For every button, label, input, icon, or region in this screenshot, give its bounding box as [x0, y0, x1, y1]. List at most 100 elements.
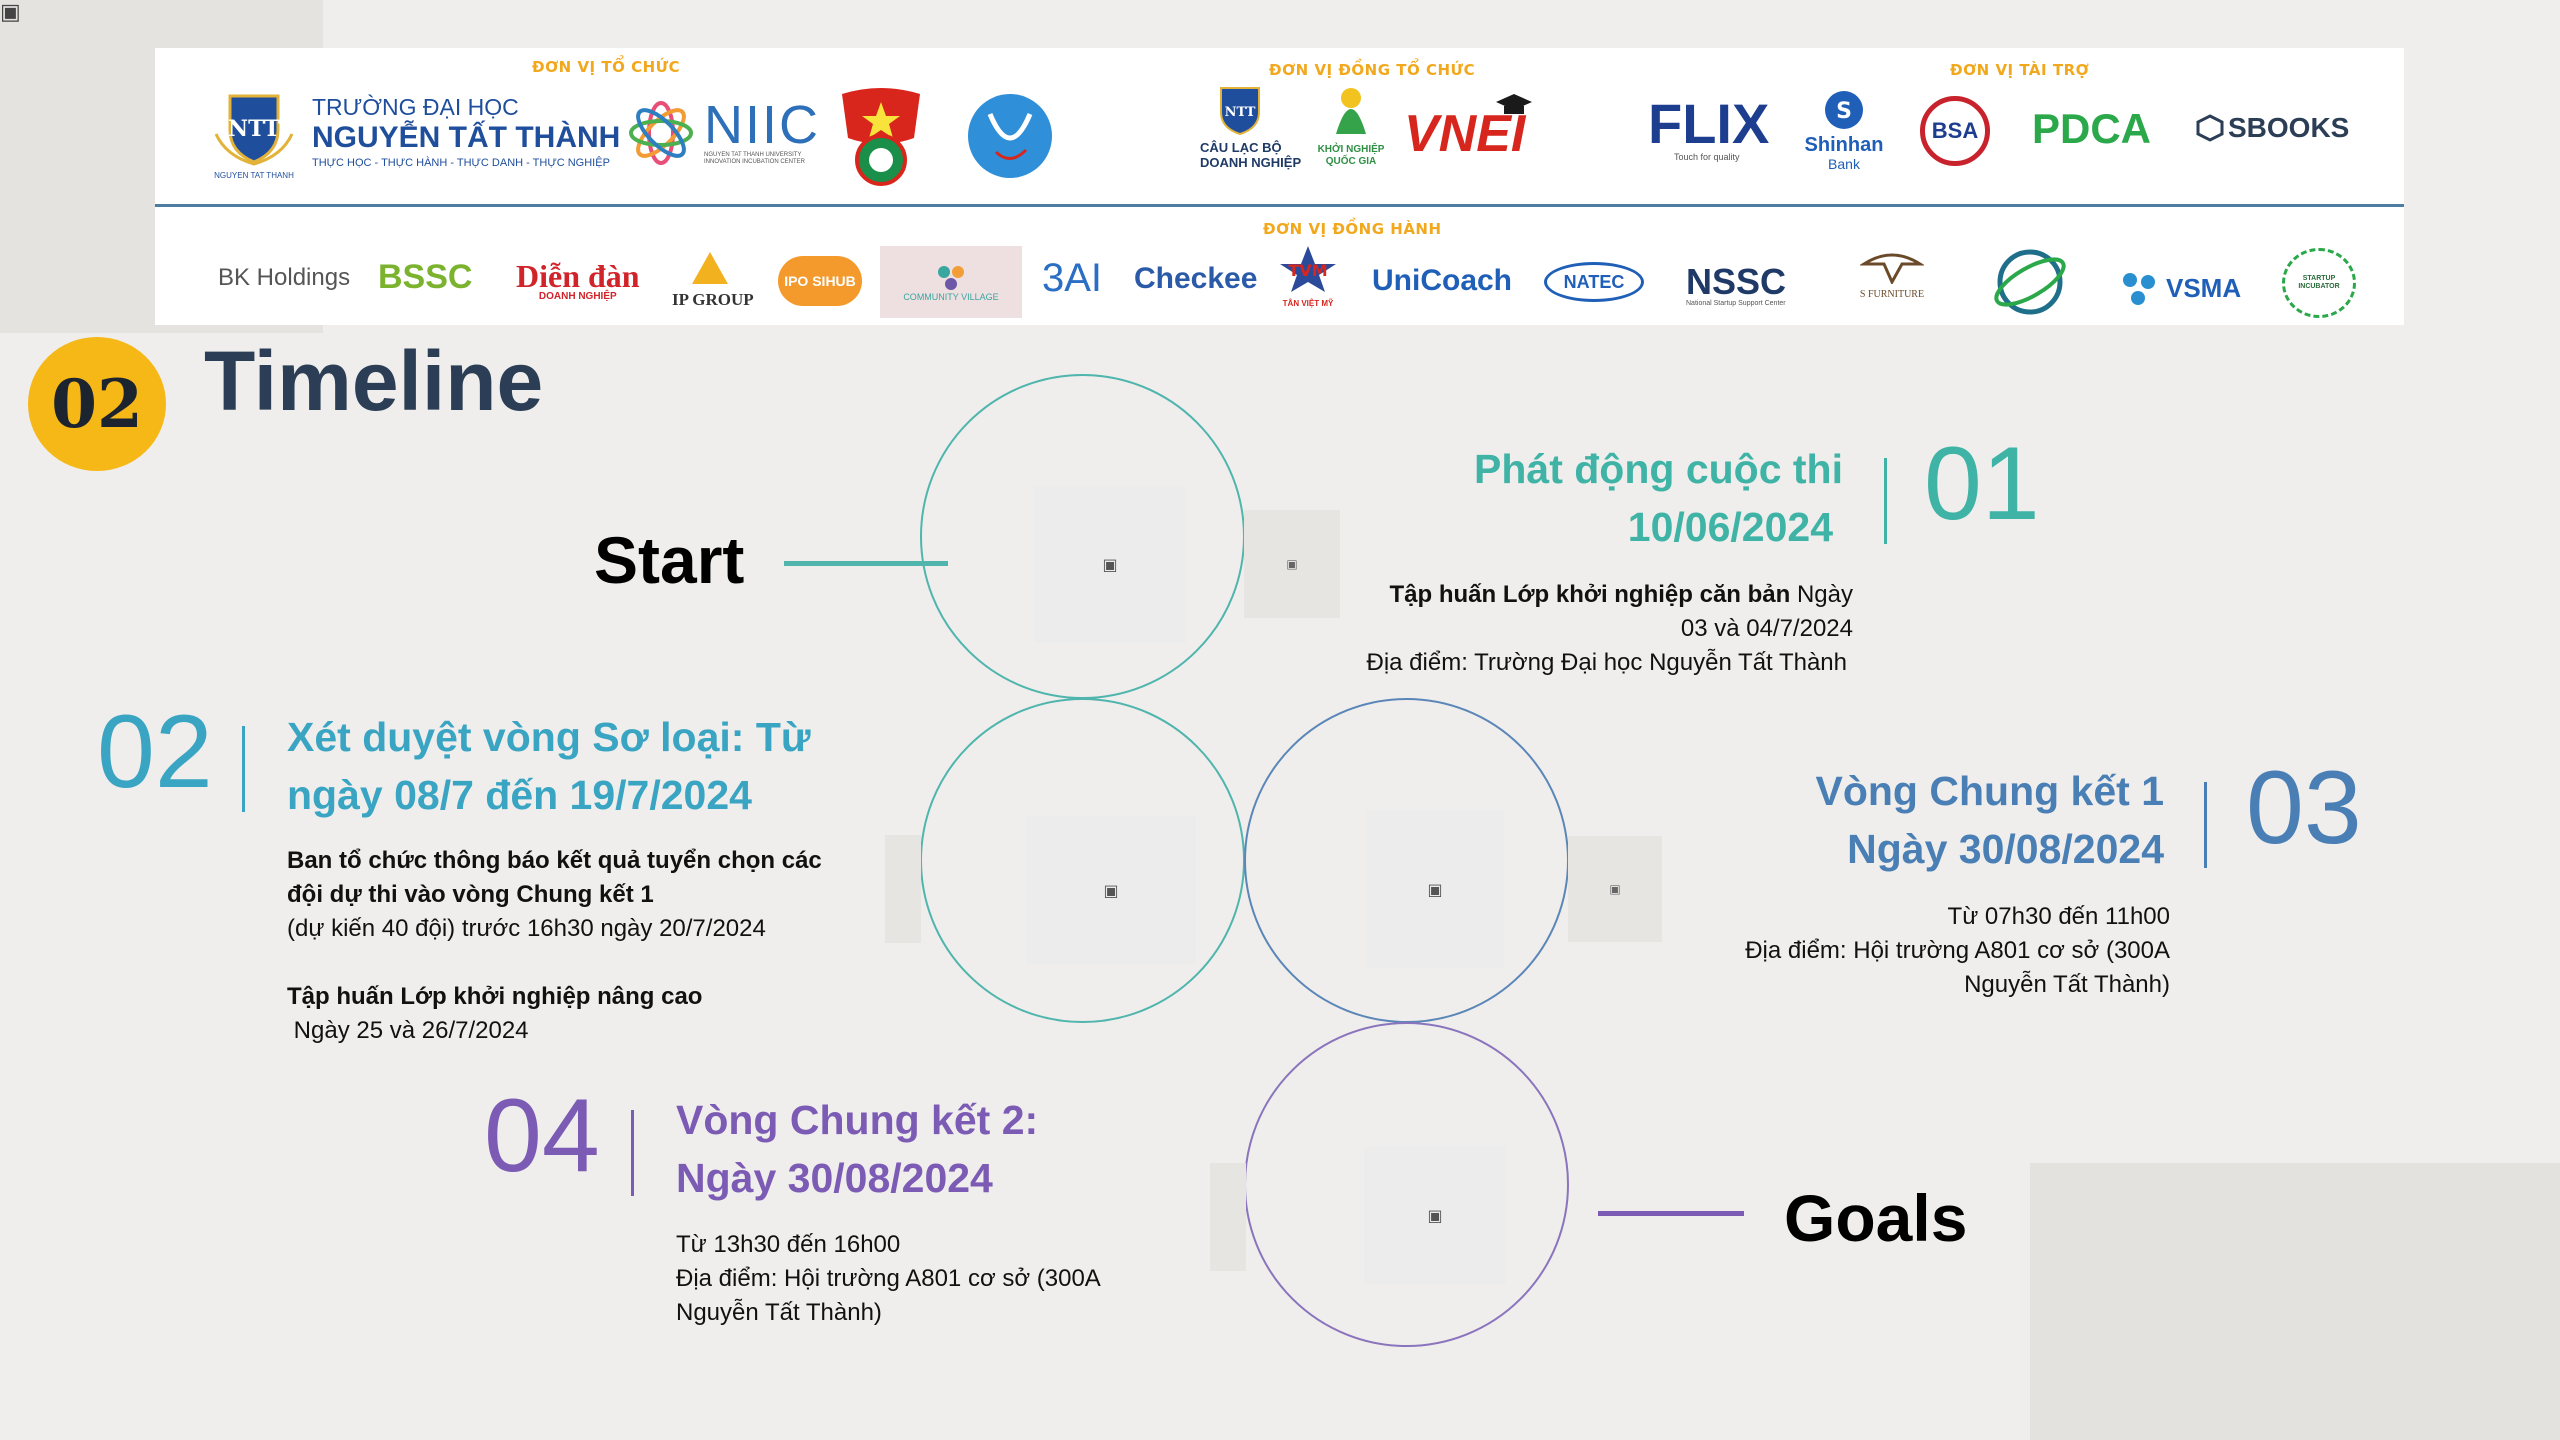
step-01-desc-line1: Tập huấn Lớp khởi nghiệp căn bản Ngày: [1389, 581, 1853, 608]
globe-logo: [1990, 244, 2070, 320]
step-03-title-line1: Vòng Chung kết 1: [1815, 768, 2165, 814]
page-title: Timeline: [204, 334, 544, 428]
broken-image-icon: ▣: [1102, 555, 1118, 574]
svg-text:TVM: TVM: [1288, 261, 1327, 280]
step-02-desc-line3: (dự kiến 40 đội) trước 16h30 ngày 20/7/2…: [287, 915, 766, 942]
step-03-desc-line1: Từ 07h30 đến 11h00: [1947, 903, 2170, 930]
checkee-logo: Checkee: [1134, 262, 1258, 295]
tvm-logo: TVM TÂN VIỆT MỸ: [1276, 244, 1340, 309]
nssc-logo: NSSC National Startup Support Center: [1686, 261, 1787, 308]
pdca-logo: PDCA: [2032, 105, 2152, 152]
graduation-cap-icon: [1494, 92, 1534, 122]
step-02-description: Ban tổ chức thông báo kết quả tuyển chọn…: [287, 844, 822, 1048]
vnei-logo: VNEI: [1404, 105, 1526, 163]
background-shape: [2030, 1163, 2560, 1440]
step-04-title: Vòng Chung kết 2: Ngày 30/08/2024: [676, 1091, 1038, 1207]
niic-logo: NIIC NGUYEN TAT THANH UNIVERSITY INNOVAT…: [704, 95, 820, 166]
startup-incubator-logo: STARTUP INCUBATOR: [2282, 248, 2356, 318]
s-furniture-logo: S FURNITURE: [1852, 250, 1932, 301]
step-02-title: Xét duyệt vòng Sơ loại: Từ ngày 08/7 đến…: [287, 708, 811, 824]
goals-label: Goals: [1784, 1181, 1968, 1255]
flix-logo: FLIX Touch for quality: [1648, 92, 1770, 163]
category-organizer: ĐƠN VỊ TỔ CHỨC: [532, 58, 681, 76]
step-01-desc-line3: Địa điểm: Trường Đại học Nguyễn Tất Thàn…: [1366, 649, 1848, 676]
category-companion: ĐƠN VỊ ĐỒNG HÀNH: [1263, 220, 1442, 238]
step-04-desc-line1: Từ 13h30 đến 16h00: [676, 1231, 901, 1258]
3ai-logo: 3AI: [1042, 256, 1103, 300]
bssc-logo: BSSC: [378, 258, 473, 296]
section-number-badge: 02: [28, 337, 166, 471]
svg-text:NTT: NTT: [1225, 105, 1256, 120]
step-03-desc-line3: Nguyễn Tất Thành): [1964, 971, 2170, 998]
start-label: Start: [594, 523, 745, 597]
step-03-desc-line2: Địa điểm: Hội trường A801 cơ sở (300A: [1745, 937, 2170, 964]
step-02-desc-line5: Ngày 25 và 26/7/2024: [287, 1017, 529, 1044]
ip-group-logo: IP GROUP: [672, 250, 754, 308]
step-02-divider: [242, 726, 245, 812]
goals-connector-line: [1598, 1211, 1744, 1216]
step-01-title-line1: Phát động cuộc thi: [1474, 446, 1843, 492]
khoi-nghiep-quoc-gia-logo: KHỞI NGHIỆP QUỐC GIA: [1316, 84, 1386, 184]
step-02-desc-line2: đội dự thi vào vòng Chung kết 1: [287, 881, 654, 908]
clb-doanh-nghiep-logo: NTT CÂU LẠC BỘ DOANH NGHIỆP: [1200, 84, 1301, 180]
ipo-sihub-logo: IPO SIHUB: [778, 256, 862, 306]
step-03-title: Vòng Chung kết 1 Ngày 30/08/2024: [1816, 762, 2165, 878]
step-01-title: Phát động cuộc thi 10/06/2024: [1474, 440, 1843, 556]
step-02-title-line1: Xét duyệt vòng Sơ loại: Từ: [287, 714, 811, 760]
step-04-description: Từ 13h30 đến 16h00 Địa điểm: Hội trường …: [676, 1228, 1101, 1330]
step-04-number: 04: [484, 1078, 600, 1194]
category-coorganizer: ĐƠN VỊ ĐỒNG TỔ CHỨC: [1269, 61, 1476, 79]
step-01-number: 01: [1924, 426, 2040, 542]
step-03-title-line2: Ngày 30/08/2024: [1847, 826, 2164, 872]
association-logo: [966, 92, 1054, 180]
community-village-logo: COMMUNITY VILLAGE: [880, 246, 1022, 318]
step-02-title-line2: ngày 08/7 đến 19/7/2024: [287, 772, 752, 818]
niic-flower-icon: [620, 92, 702, 174]
image-placeholder: ▣: [1034, 486, 1186, 643]
step-01-divider: [1884, 458, 1887, 544]
step-01-title-line2: 10/06/2024: [1627, 504, 1833, 550]
cube-icon: [2196, 114, 2224, 142]
broken-image-icon: ▣: [1609, 882, 1621, 896]
broken-image-icon: ▣: [0, 0, 21, 25]
image-placeholder: [1210, 1163, 1246, 1271]
svg-text:S: S: [1836, 99, 1852, 124]
sbooks-logo: SBOOKS: [2196, 114, 2349, 142]
dien-dan-doanh-nghiep-logo: Diễn đàn DOANH NGHIỆP: [516, 258, 640, 302]
start-connector-line: [784, 561, 948, 566]
step-03-divider: [2204, 782, 2207, 868]
broken-image-icon: ▣: [1427, 879, 1443, 899]
banner-divider: [155, 204, 2404, 207]
step-02-number: 02: [97, 694, 213, 810]
molecule-icon: [2123, 273, 2155, 305]
natec-logo: NATEC: [1544, 262, 1644, 302]
image-placeholder: ▣: [1244, 510, 1340, 618]
step-02-desc-line4: Tập huấn Lớp khởi nghiệp nâng cao: [287, 983, 703, 1010]
step-01-description: Tập huấn Lớp khởi nghiệp căn bản Ngày 03…: [1367, 578, 1854, 680]
category-sponsor: ĐƠN VỊ TÀI TRỢ: [1950, 61, 2090, 79]
image-placeholder: ▣: [1364, 1146, 1506, 1284]
broken-image-icon: ▣: [1103, 880, 1119, 900]
image-placeholder: ▣: [1026, 816, 1196, 964]
spacer: [287, 946, 822, 980]
step-04-desc-line2: Địa điểm: Hội trường A801 cơ sở (300A: [676, 1265, 1101, 1292]
step-04-divider: [631, 1110, 634, 1196]
step-04-title-line2: Ngày 30/08/2024: [676, 1155, 993, 1201]
image-placeholder: ▣: [1568, 836, 1662, 942]
image-placeholder: [885, 835, 921, 943]
sponsor-banner: [155, 48, 2404, 325]
vsma-logo: VSMA: [2120, 270, 2241, 306]
unicoach-logo: UniCoach: [1372, 264, 1513, 297]
shinhan-bank-logo: S Shinhan Bank: [1804, 90, 1884, 171]
step-04-title-line1: Vòng Chung kết 2:: [676, 1097, 1039, 1143]
ntt-crest-logo: NTT NGUYEN TAT THANH: [212, 90, 296, 180]
step-03-description: Từ 07h30 đến 11h00 Địa điểm: Hội trường …: [1745, 900, 2170, 1002]
step-01-desc-line2: 03 và 04/7/2024: [1680, 615, 1853, 642]
ntt-university-logo: TRƯỜNG ĐẠI HỌC NGUYỄN TẤT THÀNH THỰC HỌC…: [312, 94, 621, 170]
bk-holdings-logo: BK Holdings: [218, 264, 351, 291]
step-04-desc-line3: Nguyễn Tất Thành): [676, 1299, 882, 1326]
broken-image-icon: ▣: [1427, 1205, 1443, 1225]
broken-image-icon: ▣: [1286, 557, 1298, 571]
image-placeholder: ▣: [1366, 810, 1504, 968]
step-02-desc-line1: Ban tổ chức thông báo kết quả tuyển chọn…: [287, 847, 822, 874]
